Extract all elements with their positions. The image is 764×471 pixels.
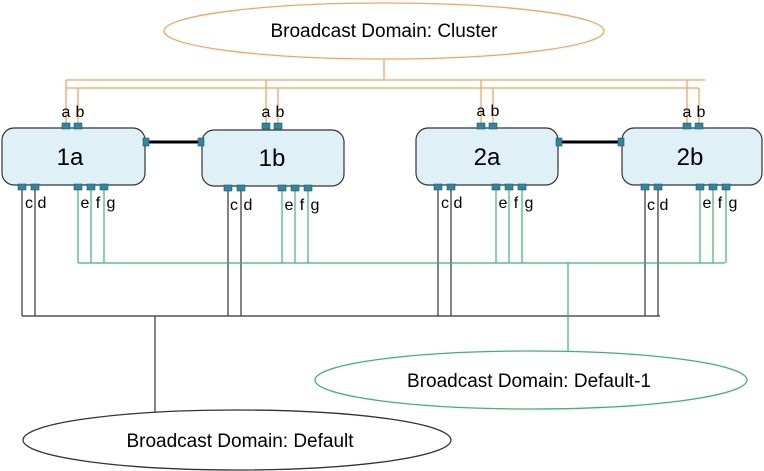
port-label-2b-g: g <box>729 195 738 212</box>
port-label-2b-d: d <box>660 197 669 214</box>
port-label-1b-f: f <box>300 197 305 214</box>
port-1a-a <box>61 122 71 130</box>
port-label-2b-b: b <box>697 104 706 121</box>
port-2b-f <box>708 183 718 191</box>
port-2b-d <box>653 183 663 191</box>
port-label-1a-f: f <box>96 195 101 212</box>
port-1a-f <box>86 183 96 191</box>
port-1b-c <box>223 184 233 192</box>
node-2a: 2a <box>415 122 563 191</box>
port-label-1b-d: d <box>244 197 253 214</box>
port-2b-a <box>682 122 692 130</box>
default-network-lines <box>21 188 660 414</box>
port-1b-b <box>273 122 283 130</box>
port-2a-d <box>446 183 456 191</box>
port-2a-b <box>488 122 498 130</box>
port-label-1a-g: g <box>107 195 116 212</box>
port-1a-g <box>99 183 109 191</box>
port-2b-c <box>640 183 650 191</box>
port-1a-d <box>30 183 40 191</box>
port-2b-ic <box>617 137 625 147</box>
port-1b-ic <box>197 137 205 147</box>
port-label-2a-f: f <box>514 195 519 212</box>
cluster-domain: Broadcast Domain: Cluster <box>163 2 605 60</box>
port-1a-b <box>73 122 83 130</box>
node-2a-label: 2a <box>474 144 501 171</box>
port-labels-bottom: c d e f g c d e f g c d e f g c d e f g <box>25 195 737 214</box>
port-1b-g <box>303 184 313 192</box>
default-domain: Broadcast Domain: Default <box>22 409 452 471</box>
port-label-1a-b: b <box>76 104 85 121</box>
port-1a-c <box>17 183 27 191</box>
port-1a-e <box>73 183 83 191</box>
port-label-1a-e: e <box>81 195 90 212</box>
port-2a-c <box>433 183 443 191</box>
default1-domain: Broadcast Domain: Default-1 <box>314 350 748 410</box>
port-label-1b-b: b <box>276 104 285 121</box>
port-2a-a <box>476 122 486 130</box>
port-label-2a-e: e <box>499 195 508 212</box>
port-2a-e <box>491 183 501 191</box>
port-labels-top: a b a b a b a b <box>62 103 706 121</box>
default1-domain-label: Broadcast Domain: Default-1 <box>407 371 651 392</box>
cluster-domain-label: Broadcast Domain: Cluster <box>270 21 498 42</box>
port-2b-g <box>721 183 731 191</box>
port-2a-g <box>517 183 527 191</box>
port-1b-e <box>277 184 287 192</box>
port-1b-d <box>236 184 246 192</box>
node-1b-label: 1b <box>259 145 286 172</box>
port-2a-f <box>504 183 514 191</box>
port-2b-e <box>695 183 705 191</box>
port-label-2a-c: c <box>441 195 449 212</box>
port-label-2a-g: g <box>525 195 534 212</box>
port-label-2b-e: e <box>703 195 712 212</box>
node-1b: 1b <box>197 122 345 192</box>
port-label-2a-b: b <box>491 103 500 120</box>
node-2b-label: 2b <box>677 144 704 171</box>
port-label-2b-a: a <box>683 104 692 121</box>
port-1b-a <box>261 122 271 130</box>
node-1a-label: 1a <box>57 144 84 171</box>
port-1b-f <box>290 184 300 192</box>
port-label-1a-a: a <box>62 104 71 121</box>
port-label-1b-c: c <box>230 197 238 214</box>
port-1a-ic <box>142 137 150 147</box>
port-label-2b-f: f <box>718 195 723 212</box>
node-2b: 2b <box>617 122 763 191</box>
port-label-1a-d: d <box>38 195 47 212</box>
port-2a-ic <box>555 137 563 147</box>
port-label-1b-g: g <box>311 197 320 214</box>
port-label-1b-a: a <box>262 104 271 121</box>
default-domain-label: Broadcast Domain: Default <box>126 431 354 452</box>
cluster-network-lines <box>65 58 705 124</box>
port-label-2a-d: d <box>454 195 463 212</box>
port-label-1b-e: e <box>285 197 294 214</box>
node-1a: 1a <box>1 122 150 191</box>
port-label-2a-a: a <box>477 103 486 120</box>
default1-network-lines <box>77 188 727 351</box>
port-2b-b <box>694 122 704 130</box>
port-label-1a-c: c <box>25 195 33 212</box>
port-label-2b-c: c <box>647 197 655 214</box>
